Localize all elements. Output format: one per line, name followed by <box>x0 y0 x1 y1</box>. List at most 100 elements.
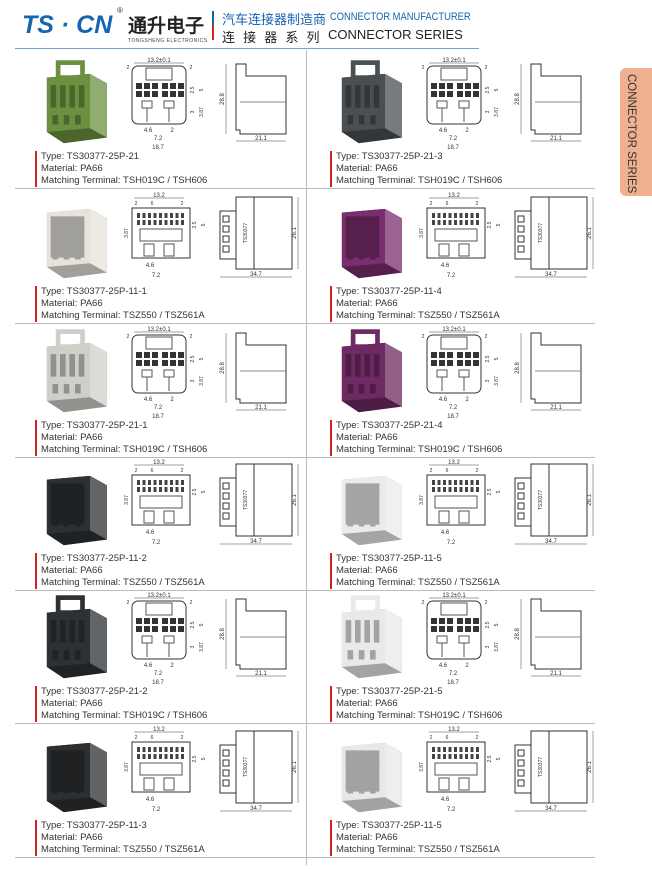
side-view-drawing: TS30377 26.1 34.7 <box>219 196 299 278</box>
dimension-label: 3 <box>190 110 196 113</box>
dimension-label: 34.7 <box>545 806 557 812</box>
dimension-label: 3 <box>190 645 196 648</box>
terminal-label: Matching Terminal: <box>41 844 124 855</box>
dimension-label: 13.2 <box>448 727 460 733</box>
dimension-label: 2.5 <box>192 221 198 228</box>
dimension-label: 13.2 <box>153 460 165 466</box>
dimension-label: 2 <box>190 600 193 606</box>
terminal-label: Matching Terminal: <box>336 444 419 455</box>
dimension-label: TS30377 <box>243 757 249 778</box>
type-label: Type: <box>336 151 362 162</box>
dimension-label: 28.8 <box>515 628 521 640</box>
dimension-label: 5 <box>201 223 207 226</box>
type-label: Type: <box>41 686 67 697</box>
product-terminal: Matching Terminal: TSH019C / TSH606 <box>41 710 207 722</box>
material-value: PA66 <box>375 565 398 576</box>
dimension-label: 2 <box>190 65 193 71</box>
terminal-value: TSZ550 / TSZ561A <box>418 844 500 855</box>
dimension-label: 4.6 <box>439 397 448 403</box>
dimension-label: 2 <box>476 201 479 207</box>
dimension-label: 3.87 <box>199 376 205 386</box>
dimension-label: 2 <box>430 735 433 741</box>
dimension-label: TS30377 <box>538 223 544 244</box>
header-divider <box>212 11 214 40</box>
dimension-label: 7.2 <box>154 671 163 677</box>
dimension-label: 2 <box>135 201 138 207</box>
product-info: Type: TS30377-25P-11-4 Material: PA66 Ma… <box>330 286 500 322</box>
type-label: Type: <box>41 553 67 564</box>
product-type: Type: TS30377-25P-21-3 <box>336 151 502 163</box>
dimension-label: 2 <box>430 201 433 207</box>
material-value: PA66 <box>80 298 103 309</box>
dimension-label: 7.2 <box>449 136 458 142</box>
dimension-label: 21.1 <box>255 405 267 411</box>
dimension-label: 34.7 <box>250 272 262 278</box>
side-view-drawing: 28.8 21.1 <box>515 63 582 142</box>
product-type: Type: TS30377-25P-11-4 <box>336 286 500 298</box>
dimension-label: 6 <box>151 735 154 741</box>
dimension-label: 2.5 <box>485 621 491 628</box>
company-name-cn: 通升电子 <box>128 15 205 37</box>
terminal-value: TSZ550 / TSZ561A <box>123 844 205 855</box>
product-type: Type: TS30377-25P-11-5 <box>336 820 500 832</box>
dimension-label: 2.5 <box>487 755 493 762</box>
material-value: PA66 <box>375 298 398 309</box>
material-label: Material: <box>41 163 81 174</box>
dimension-label: 5 <box>494 357 500 360</box>
dimension-label: 2.5 <box>487 221 493 228</box>
dimension-label: 2 <box>422 600 425 606</box>
dimension-label: 2 <box>127 600 130 606</box>
dimension-label: 6 <box>446 735 449 741</box>
side-view-drawing: TS30377 26.1 34.7 <box>514 463 594 545</box>
product-material: Material: PA66 <box>41 163 207 175</box>
dimension-label: 3.87 <box>124 495 130 505</box>
product-material: Material: PA66 <box>41 298 205 310</box>
type-value: TS30377-25P-11-4 <box>361 286 442 297</box>
connector-photo <box>46 595 107 679</box>
dimension-label: TS30377 <box>243 490 249 511</box>
page-header: TS · CN ® 通升电子 TONGSHENG ELECTRONICS 汽车连… <box>0 0 652 50</box>
product-material: Material: PA66 <box>41 565 205 577</box>
row-divider <box>15 590 595 591</box>
connector-photo <box>46 742 107 813</box>
dimension-label: 7.2 <box>447 273 456 279</box>
product-terminal: Matching Terminal: TSH019C / TSH606 <box>336 175 502 187</box>
product-type: Type: TS30377-25P-21-5 <box>336 686 502 698</box>
dimension-label: 4.6 <box>439 128 448 134</box>
dimension-label: 3.87 <box>419 495 425 505</box>
connector-photo <box>341 475 402 546</box>
dimension-label: 21.1 <box>550 405 562 411</box>
dimension-label: 18.7 <box>152 680 164 686</box>
dimension-label: 2 <box>465 663 469 669</box>
dimension-label: 18.7 <box>447 145 459 151</box>
product-type: Type: TS30377-25P-11-3 <box>41 820 205 832</box>
terminal-value: TSZ550 / TSZ561A <box>123 310 205 321</box>
dimension-label: 4.6 <box>441 797 450 803</box>
brand-logo: TS · CN <box>22 11 113 39</box>
dimension-label: 2 <box>476 468 479 474</box>
dimension-label: 3.87 <box>124 762 130 772</box>
type-value: TS30377-25P-11-1 <box>66 286 147 297</box>
registered-mark: ® <box>117 6 123 15</box>
dimension-label: 34.7 <box>250 539 262 545</box>
dimension-label: 2 <box>465 128 469 134</box>
material-label: Material: <box>336 432 376 443</box>
dimension-label: 5 <box>494 88 500 91</box>
series-cn: 连 接 器 系 列 <box>222 31 322 46</box>
type-label: Type: <box>41 151 67 162</box>
dimension-label: 6 <box>151 468 154 474</box>
dimension-label: 2.5 <box>485 86 491 93</box>
dimension-label: 4.6 <box>144 397 153 403</box>
dimension-label: 5 <box>496 490 502 493</box>
dimension-label: 13.2 <box>448 193 460 199</box>
dimension-label: 7.2 <box>152 807 161 813</box>
